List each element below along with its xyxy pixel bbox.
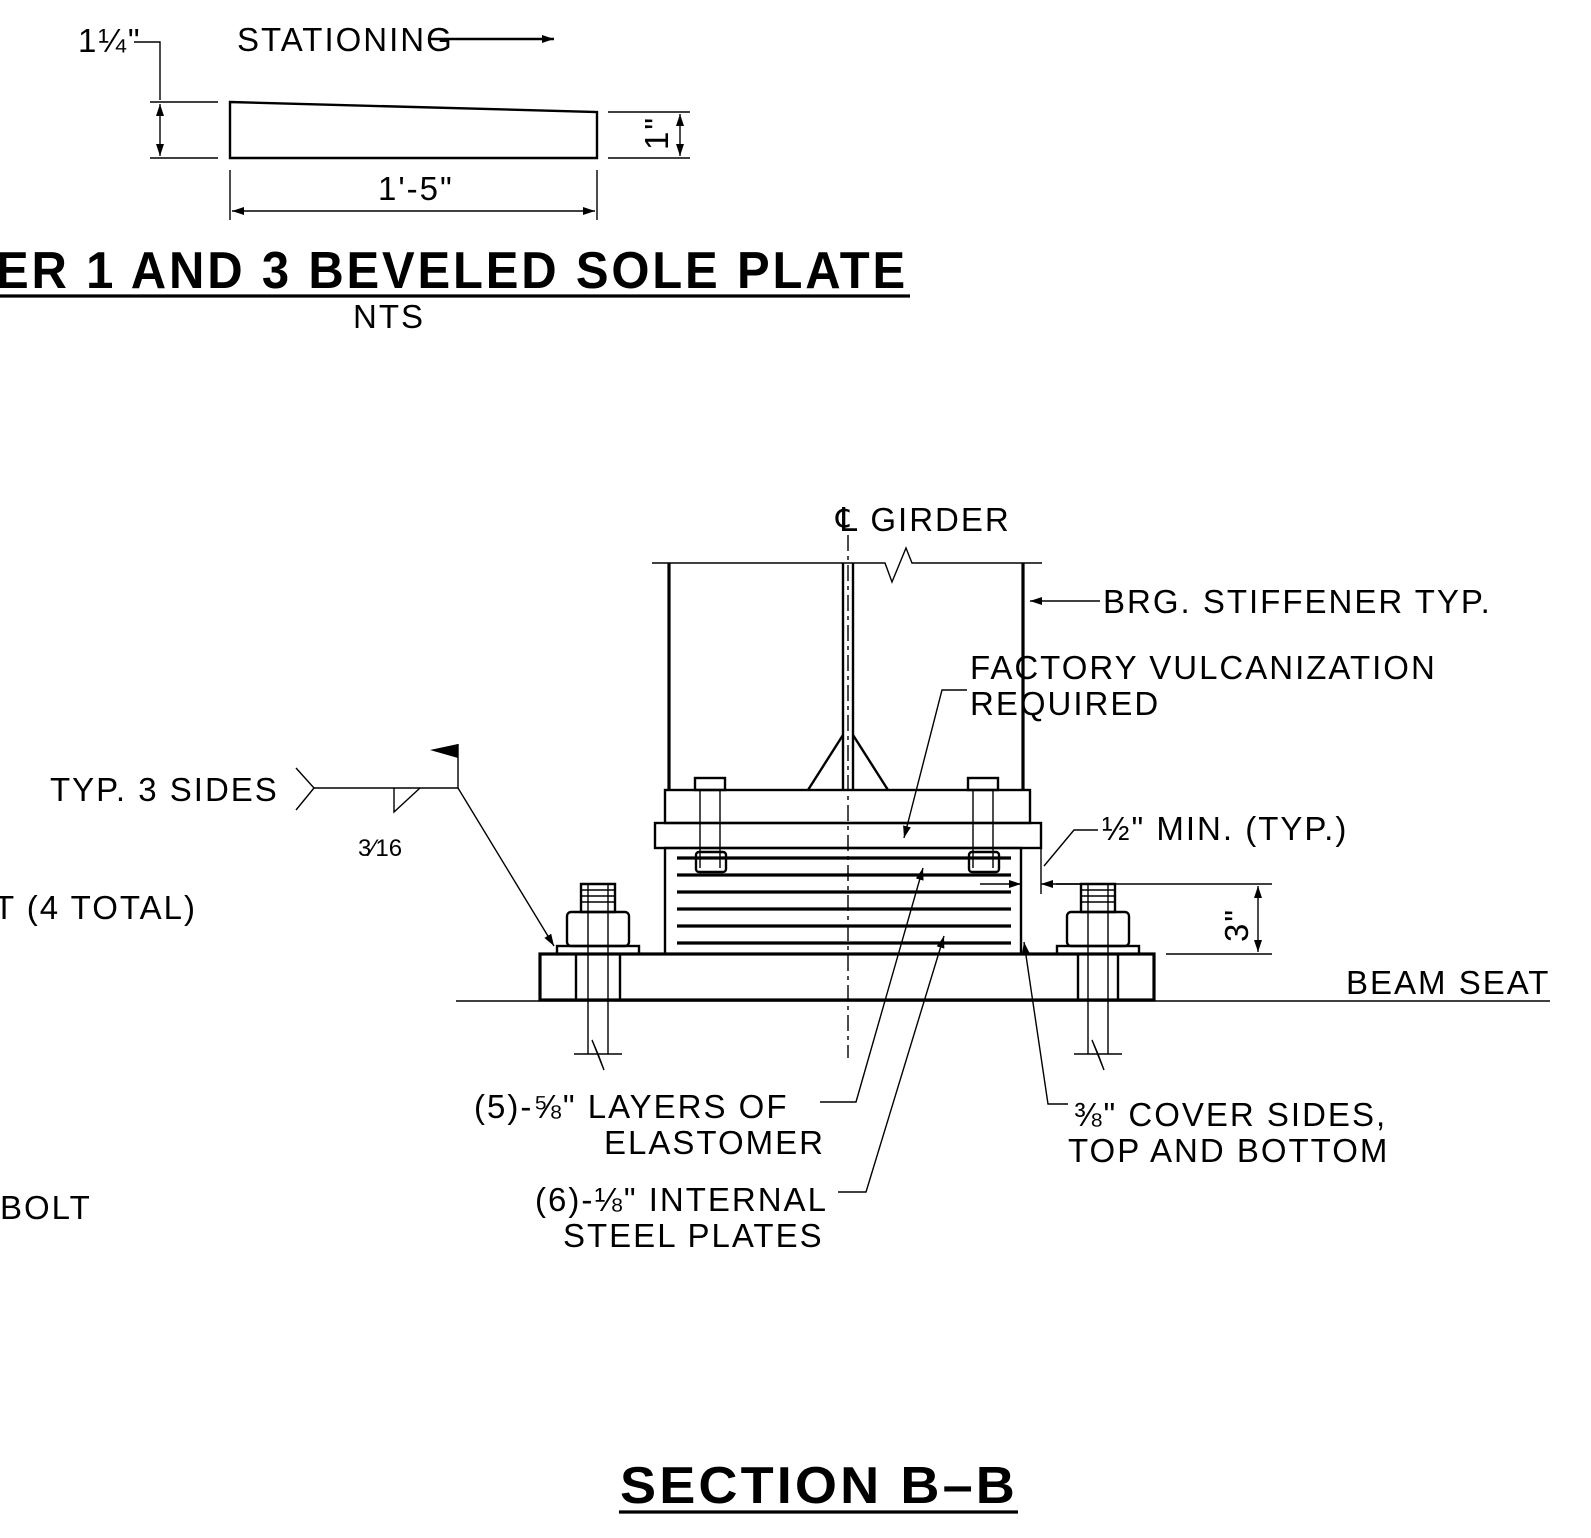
- cover-leader: [1021, 941, 1068, 1105]
- bolt-head: [966, 776, 1000, 792]
- section-title: SECTION B–B: [620, 1457, 1018, 1515]
- cover-note-line1: ⅜" COVER SIDES,: [1074, 1096, 1387, 1133]
- height-dim-label: 3": [1218, 908, 1255, 942]
- section-b-b: ℄ GIRDER BRG. STIFFENER TYP. FACTORY VUL…: [0, 501, 1550, 1515]
- elastomer-note-line2: ELASTOMER: [604, 1124, 825, 1161]
- sole-plate-bolt-left: [693, 776, 728, 874]
- steel-plates-leader: [838, 935, 945, 1193]
- bolt-head: [693, 776, 727, 792]
- min-edge-leader: [1043, 829, 1098, 867]
- stationing-label: STATIONING: [237, 21, 454, 58]
- girder-break-line: [652, 546, 1042, 584]
- elastomeric-bearing: [663, 846, 1023, 956]
- web-weld-left: [806, 734, 845, 791]
- vulcanization-note-line2: REQUIRED: [970, 685, 1160, 722]
- sole-plate-scale: NTS: [353, 298, 425, 335]
- anchor-bolt-right: [1055, 882, 1141, 1071]
- elastomer-leader: [820, 867, 924, 1103]
- anchor-washer: [555, 944, 641, 956]
- bolt-nut: [967, 850, 1001, 874]
- weld-symbol: TYP. 3 SIDES 3⁄16: [50, 744, 555, 947]
- elastomer-note-line1: (5)-⅝" LAYERS OF: [474, 1088, 789, 1125]
- weld-size: 3⁄16: [358, 835, 402, 862]
- anchor-nut: [1065, 910, 1131, 948]
- anchor-washer: [1055, 944, 1141, 956]
- vulcanization-leader: [903, 689, 967, 839]
- thickness-left-leader: [134, 41, 161, 100]
- weld-tail: [295, 767, 315, 811]
- total-note: T (4 TOTAL): [0, 889, 197, 926]
- length-dim-label: 1'-5": [378, 170, 454, 207]
- girder-label: ℄ GIRDER: [835, 501, 1011, 538]
- steel-plates-note-line1: (6)-⅛" INTERNAL: [535, 1181, 828, 1218]
- thickness-left-label: 1¼": [78, 22, 142, 59]
- steel-plates-note-line2: STEEL PLATES: [563, 1217, 824, 1254]
- anchor-bolt-left: [555, 882, 641, 1071]
- stiffener-note: BRG. STIFFENER TYP.: [1103, 583, 1492, 620]
- bolt-note: BOLT: [0, 1189, 92, 1226]
- cover-note-line2: TOP AND BOTTOM: [1068, 1132, 1389, 1169]
- fillet-weld-triangle: [393, 787, 421, 814]
- field-weld-flag: [430, 744, 458, 758]
- sole-plate-detail: 1¼" STATIONING 1" 1'-5" ER 1 AND 3 BEVEL…: [0, 21, 910, 335]
- thickness-right-label: 1": [638, 116, 675, 150]
- anchor-nut: [565, 910, 631, 948]
- beam-seat-label: BEAM SEAT: [1346, 964, 1550, 1001]
- internal-steel-plates: [677, 856, 1011, 945]
- min-edge-note: ½" MIN. (TYP.): [1102, 810, 1348, 847]
- masonry-plate: [538, 952, 1156, 1002]
- weld-note: TYP. 3 SIDES: [50, 771, 279, 808]
- sole-plate-bolt-right: [966, 776, 1001, 874]
- weld-arrow: [457, 787, 555, 947]
- bolt-nut: [694, 850, 728, 874]
- sole-plate-title: ER 1 AND 3 BEVELED SOLE PLATE: [0, 242, 908, 300]
- web-weld-right: [851, 734, 890, 791]
- beveled-sole-plate: [228, 100, 599, 160]
- vulcanization-note-line1: FACTORY VULCANIZATION: [970, 649, 1437, 686]
